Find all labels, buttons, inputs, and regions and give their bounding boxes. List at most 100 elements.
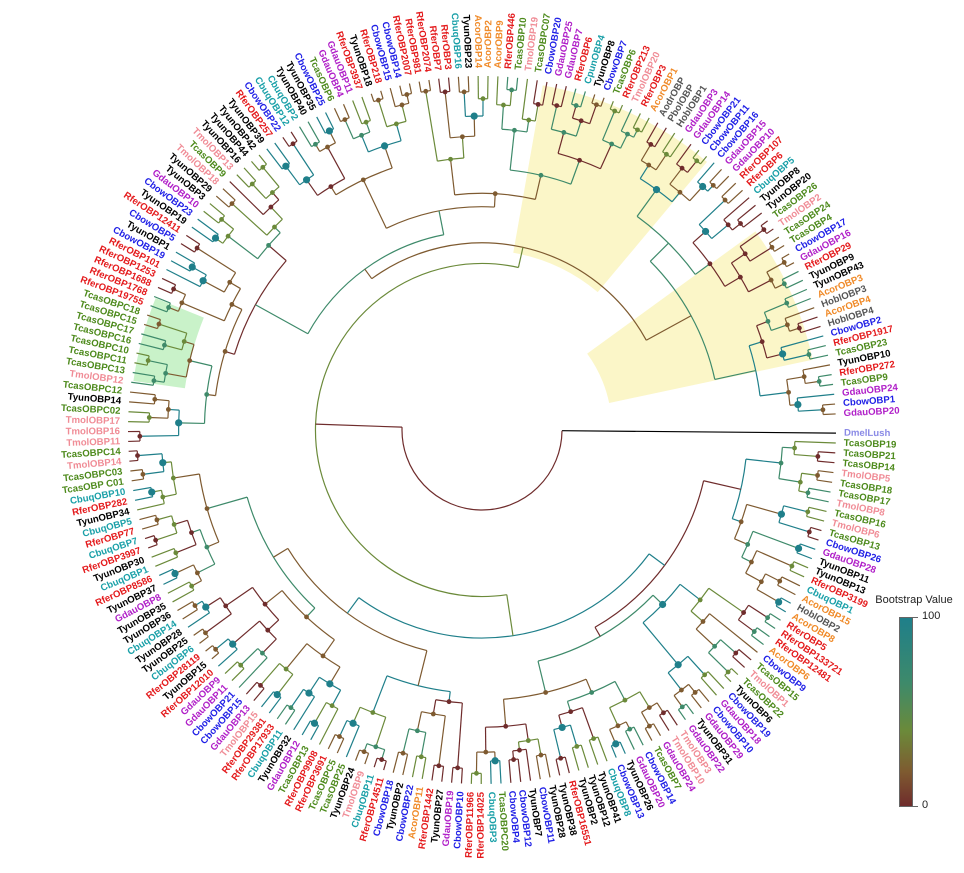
- branch: [428, 79, 432, 91]
- bootstrap-node: [794, 544, 803, 553]
- branch: [205, 645, 213, 652]
- bootstrap-node: [229, 302, 235, 307]
- branch: [542, 81, 548, 106]
- branch: [756, 627, 770, 638]
- branch: [641, 117, 650, 133]
- branch: [438, 78, 441, 93]
- bootstrap-node: [204, 544, 210, 550]
- branch: [266, 148, 283, 170]
- branch: [172, 589, 195, 603]
- bootstrap-node: [238, 662, 244, 668]
- branch: [438, 210, 445, 235]
- branch: [535, 755, 541, 780]
- branch: [402, 754, 409, 776]
- bootstrap-node: [162, 342, 167, 348]
- branch: [506, 76, 509, 90]
- branch: [177, 601, 193, 612]
- branch: [175, 544, 197, 554]
- bootstrap-node: [140, 471, 146, 477]
- branch: [361, 96, 371, 121]
- branch: [285, 165, 301, 186]
- bootstrap-node: [679, 687, 684, 693]
- legend-tick-max: [913, 617, 918, 618]
- highlight-obp-clade-1: [513, 85, 707, 293]
- branch: [444, 91, 451, 138]
- branch: [517, 758, 522, 782]
- branch: [764, 621, 776, 630]
- branch: [786, 376, 805, 381]
- bootstrap-node: [806, 352, 812, 357]
- bootstrap-node: [225, 233, 231, 239]
- branch: [163, 577, 178, 585]
- branch: [155, 556, 178, 567]
- branch: [268, 697, 282, 714]
- branch: [745, 458, 782, 464]
- leaf-label: RferOBP14025: [476, 791, 487, 858]
- bootstrap-node: [769, 244, 775, 250]
- leaf-label: DmelLush: [844, 428, 891, 439]
- bootstrap-node: [194, 570, 200, 576]
- branch: [714, 369, 756, 381]
- bootstrap-node: [204, 506, 210, 512]
- bootstrap-node: [509, 87, 515, 93]
- bootstrap-node: [573, 103, 579, 108]
- branch-arc: [748, 345, 761, 396]
- branch: [800, 543, 816, 550]
- bootstrap-node: [664, 151, 669, 157]
- branch: [796, 552, 813, 560]
- bootstrap-node: [165, 407, 171, 412]
- branch: [132, 371, 155, 377]
- bootstrap-node: [612, 108, 618, 114]
- branch: [698, 199, 726, 225]
- branch: [591, 94, 596, 104]
- bootstrap-node: [745, 542, 751, 547]
- branch: [189, 360, 213, 367]
- legend-tick-min: [913, 806, 918, 807]
- bootstrap-node: [615, 723, 621, 729]
- bootstrap-node: [260, 650, 265, 656]
- branch: [724, 276, 741, 287]
- bootstrap-node: [692, 690, 698, 695]
- branch: [685, 703, 694, 715]
- branch: [141, 333, 166, 342]
- root-branch: [315, 423, 403, 428]
- bootstrap-node: [778, 460, 784, 466]
- branch: [807, 535, 819, 541]
- branch: [700, 156, 708, 165]
- branch: [245, 681, 258, 695]
- branch: [383, 145, 393, 169]
- branch: [268, 244, 287, 262]
- outgroup-branch: [561, 430, 836, 434]
- bootstrap-node: [554, 103, 560, 109]
- branch: [460, 768, 463, 784]
- bootstrap-node: [175, 419, 183, 427]
- highlight-obp-clade-2: [587, 231, 813, 403]
- branch: [551, 83, 558, 105]
- branch: [784, 307, 815, 320]
- leaf-label: RferOBP446: [503, 13, 518, 70]
- branch: [346, 597, 360, 614]
- legend-color-bar: [899, 617, 913, 807]
- branch: [794, 453, 818, 458]
- branch: [597, 736, 608, 762]
- branch: [632, 113, 641, 128]
- bootstrap-node: [229, 201, 235, 206]
- bootstrap-node: [219, 216, 224, 222]
- branch: [525, 723, 529, 741]
- branch: [697, 162, 715, 183]
- bootstrap-node: [652, 186, 661, 194]
- branch: [778, 478, 801, 483]
- branch: [700, 677, 717, 696]
- bootstrap-node: [594, 102, 599, 108]
- bootstrap-node: [491, 757, 499, 765]
- bootstrap-node: [751, 629, 757, 634]
- leaf-label: CbowOBP4: [506, 790, 521, 844]
- branch: [677, 709, 686, 721]
- root-arc: [401, 427, 563, 511]
- leaf-label: TcasOBPC20: [496, 791, 510, 851]
- branch: [658, 715, 670, 731]
- bootstrap-node: [646, 162, 652, 168]
- bootstrap-node: [270, 190, 275, 195]
- bootstrap-node: [517, 747, 522, 753]
- branch: [191, 226, 214, 243]
